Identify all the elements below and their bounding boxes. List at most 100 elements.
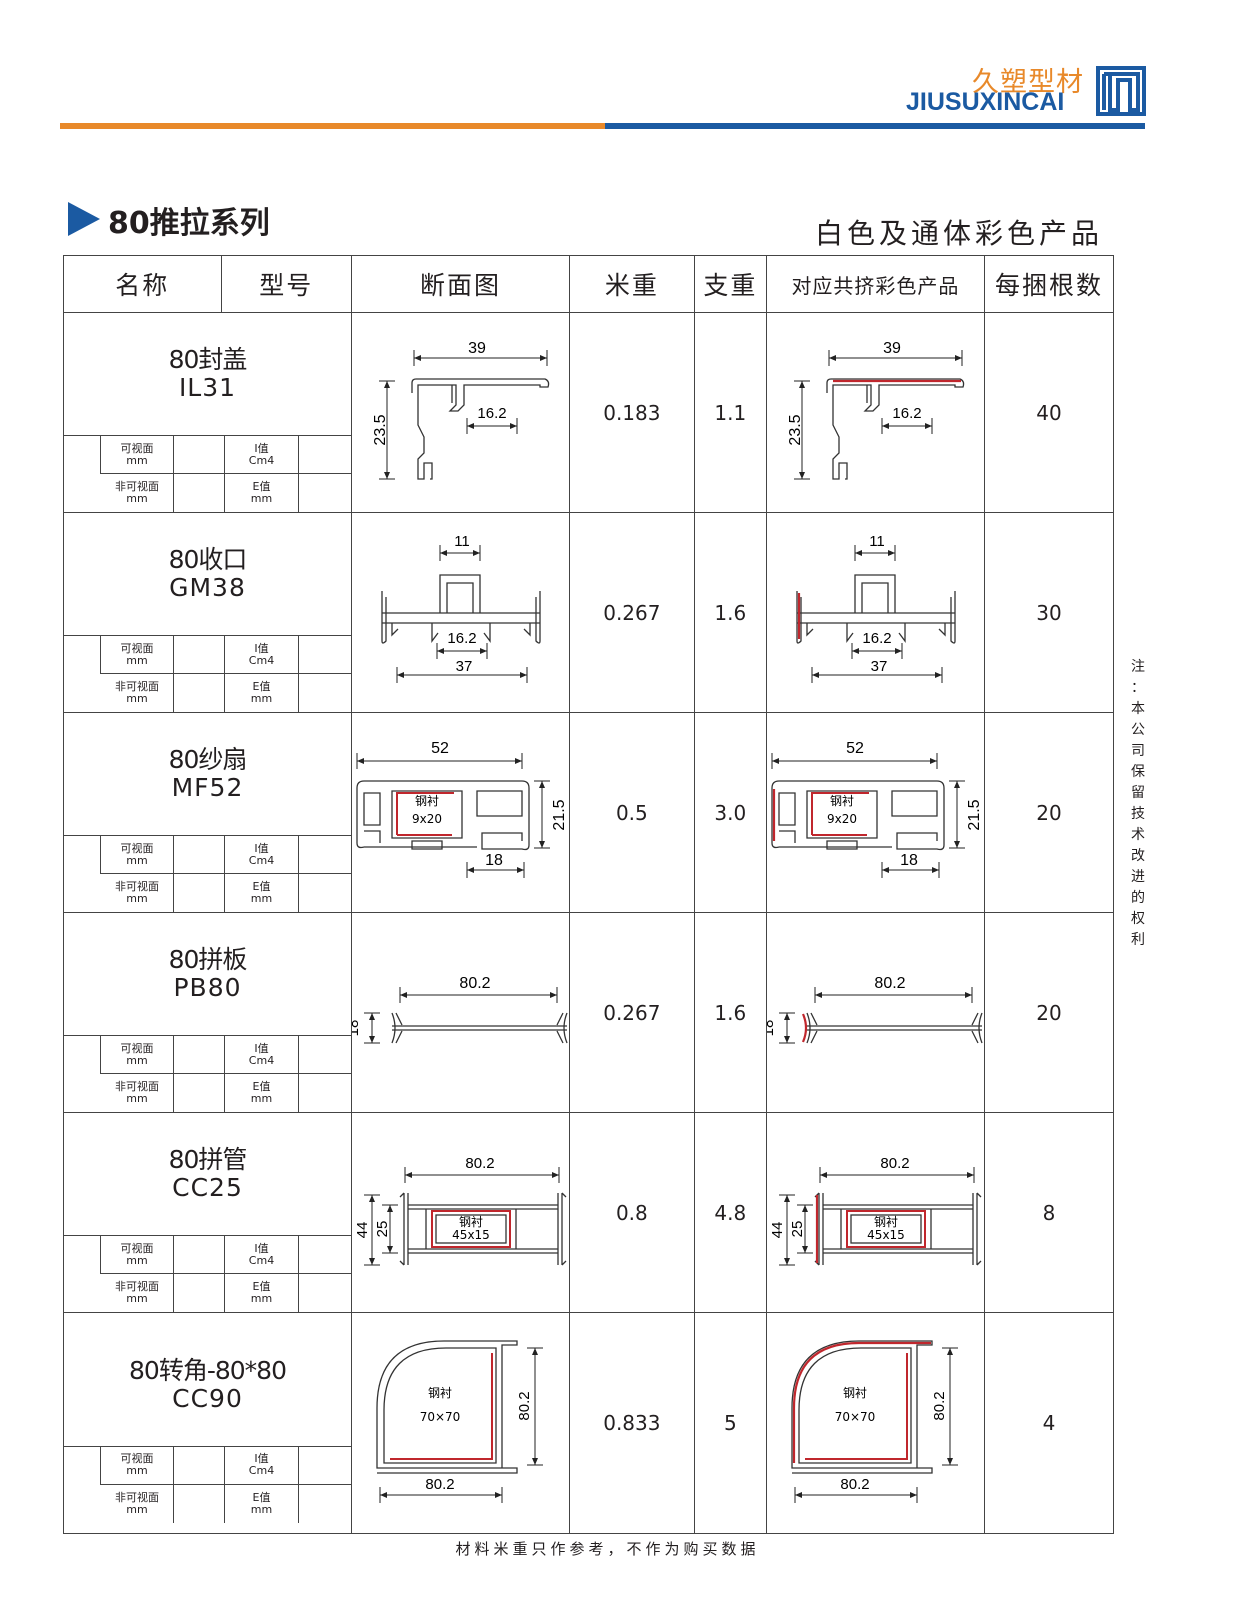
dimension-label: 80.2 bbox=[516, 1391, 533, 1420]
dimension-label: 11 bbox=[454, 533, 470, 550]
side-note: 注：本公司保留技术改进的权利 bbox=[1130, 657, 1146, 951]
dimension-label: 80.2 bbox=[874, 975, 905, 992]
dimension-label: 37 bbox=[871, 658, 888, 675]
per-bundle: 8 bbox=[983, 1112, 1115, 1313]
non-visible-face-label: 非可视面 bbox=[115, 880, 159, 893]
header-color-product: 对应共挤彩色产品 bbox=[765, 255, 985, 313]
dimension-label: 25 bbox=[374, 1221, 391, 1238]
dimension-label: 16.2 bbox=[892, 405, 921, 422]
note-char: 利 bbox=[1131, 932, 1145, 948]
dimension-label: 23.5 bbox=[372, 414, 389, 445]
dimension-label: 39 bbox=[883, 340, 901, 357]
product-code: CC90 bbox=[172, 1383, 243, 1413]
per-bundle: 20 bbox=[983, 912, 1115, 1113]
dimension-label: 21.5 bbox=[966, 799, 983, 830]
unit-label: Cm4 bbox=[248, 853, 275, 867]
dimension-label: 16.2 bbox=[862, 630, 891, 647]
header-orange-rule bbox=[60, 123, 605, 129]
note-char: 改 bbox=[1131, 848, 1145, 864]
non-visible-face-label: 非可视面 bbox=[115, 1280, 159, 1293]
i-value-value bbox=[299, 1036, 351, 1074]
unit-label: mm bbox=[250, 1292, 273, 1305]
table-header-row: 名称 型号 断面图 米重 支重 对应共挤彩色产品 每捆根数 bbox=[63, 255, 1115, 313]
per-bundle: 30 bbox=[983, 512, 1115, 713]
note-char: 技 bbox=[1131, 806, 1145, 822]
steel-label: 钢衬 bbox=[415, 794, 439, 808]
product-code: MF52 bbox=[171, 773, 244, 802]
i-value-label: I值 bbox=[254, 1241, 269, 1255]
note-char: 本 bbox=[1131, 701, 1145, 717]
piece-weight: 1.6 bbox=[693, 512, 767, 713]
dimension-label: 44 bbox=[769, 1222, 786, 1239]
unit-label: mm bbox=[126, 1253, 148, 1267]
i-value-label: I值 bbox=[254, 1452, 269, 1465]
e-value-label: E值 bbox=[252, 1490, 271, 1504]
dimension-label: 18 bbox=[767, 1020, 777, 1037]
dimension-label: 18 bbox=[352, 1020, 362, 1037]
meter-weight: 0.267 bbox=[569, 912, 695, 1113]
dimension-label: 11 bbox=[869, 533, 885, 550]
unit-label: mm bbox=[126, 653, 148, 667]
footer-note: 材料米重只作参考，不作为购买数据 bbox=[455, 1540, 760, 1558]
product-name: 80拼板 bbox=[168, 945, 248, 974]
product-code: IL31 bbox=[178, 373, 237, 402]
non-visible-face-value bbox=[174, 1484, 225, 1523]
per-bundle: 4 bbox=[983, 1312, 1115, 1534]
e-value-label: E值 bbox=[252, 680, 271, 693]
dimension-label: 52 bbox=[846, 740, 864, 757]
unit-label: mm bbox=[126, 1092, 148, 1105]
header-section: 断面图 bbox=[351, 255, 570, 313]
header-meter-weight: 米重 bbox=[569, 255, 695, 313]
visible-face-value bbox=[174, 1236, 225, 1274]
visible-face-label: 可视面 bbox=[120, 841, 154, 855]
product-code: CC25 bbox=[172, 1173, 243, 1202]
header-blue-rule bbox=[605, 123, 1145, 129]
dimension-label: 18 bbox=[485, 852, 503, 869]
e-value-value bbox=[299, 1485, 351, 1523]
dimension-label: 80.2 bbox=[465, 1155, 494, 1172]
visible-face-label: 可视面 bbox=[120, 1452, 154, 1465]
piece-weight: 1.6 bbox=[693, 912, 767, 1113]
dimension-label: 16.2 bbox=[477, 405, 506, 422]
unit-label: mm bbox=[126, 453, 148, 467]
non-visible-face-value bbox=[174, 1074, 225, 1112]
unit-label: mm bbox=[126, 1053, 148, 1067]
note-char: 公 bbox=[1131, 722, 1145, 738]
dimension-label: 16.2 bbox=[447, 630, 476, 647]
non-visible-face-label: 非可视面 bbox=[115, 680, 159, 693]
logo-english: JIUSUXINCAI bbox=[906, 88, 1065, 116]
non-visible-face-label: 非可视面 bbox=[115, 480, 159, 493]
unit-label: mm bbox=[126, 692, 148, 705]
i-value-label: I值 bbox=[254, 441, 269, 455]
note-char: 术 bbox=[1131, 827, 1145, 843]
visible-face-label: 可视面 bbox=[120, 1041, 154, 1055]
e-value-value bbox=[299, 874, 351, 912]
non-visible-face-value bbox=[174, 674, 225, 712]
visible-face-value bbox=[174, 1036, 225, 1074]
steel-label: 45x15 bbox=[867, 1228, 905, 1242]
visible-face-value bbox=[174, 1446, 225, 1485]
color-section-drawing: 80.2 18 bbox=[767, 975, 983, 1044]
note-char: 注 bbox=[1131, 659, 1145, 675]
meter-weight: 0.8 bbox=[569, 1112, 695, 1313]
steel-label: 钢衬 bbox=[830, 794, 854, 808]
i-value-value bbox=[299, 636, 351, 674]
i-value-value bbox=[299, 1236, 351, 1274]
i-value-value bbox=[299, 1447, 351, 1485]
visible-face-value bbox=[174, 836, 225, 874]
i-value-label: I值 bbox=[254, 641, 269, 655]
